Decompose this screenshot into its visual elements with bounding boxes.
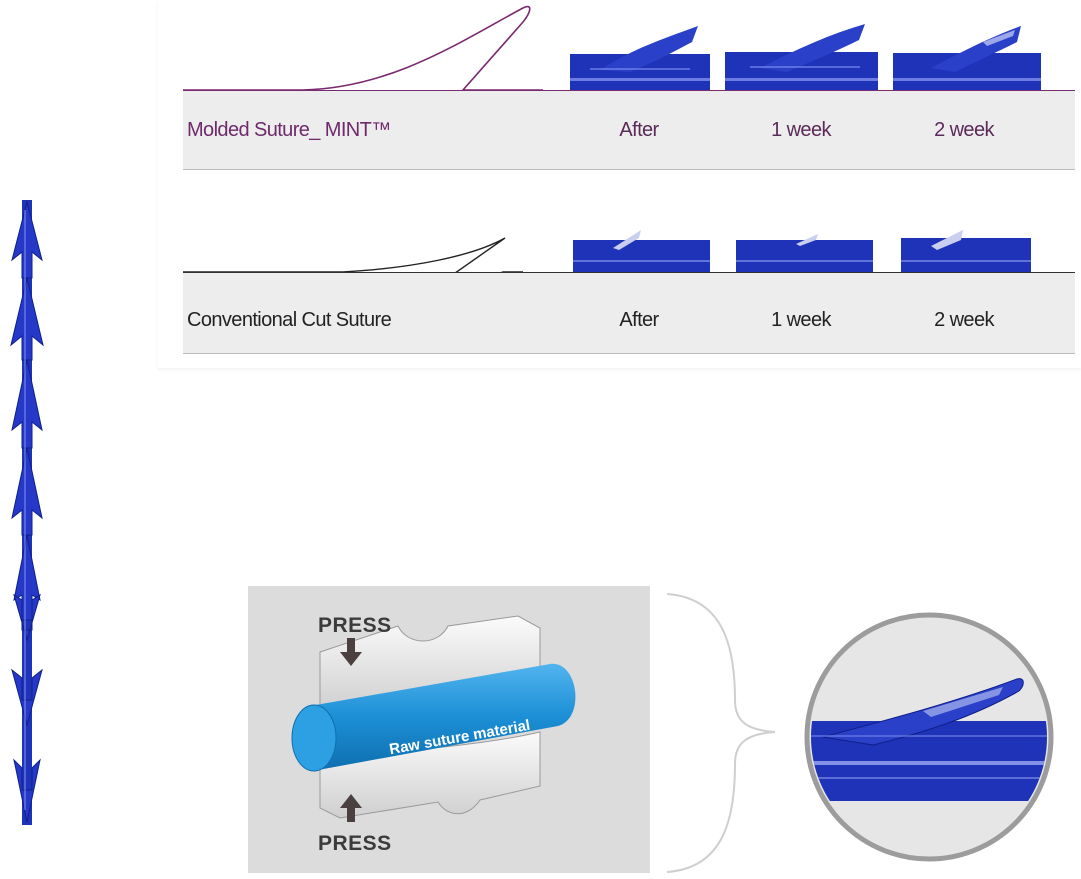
molded-barb-outline bbox=[183, 5, 543, 91]
conventional-suture-label: Conventional Cut Suture bbox=[187, 309, 392, 331]
cut-barb-outline bbox=[183, 237, 523, 305]
cut-sample-after bbox=[573, 230, 710, 272]
mold-press-illustration: Raw suture material bbox=[291, 615, 576, 822]
curly-brace bbox=[666, 593, 776, 873]
mint-sample-2-week bbox=[893, 26, 1041, 90]
conventional-suture-band bbox=[183, 272, 1075, 354]
barbed-suture-thread bbox=[10, 200, 44, 825]
cut-sample-2-week bbox=[901, 230, 1031, 272]
press-top-label: PRESS bbox=[318, 614, 392, 637]
molded-suture-label: Molded Suture_ MINT™ bbox=[187, 119, 391, 141]
press-bottom-label: PRESS bbox=[318, 832, 392, 855]
mint-sample-after bbox=[570, 26, 710, 90]
mint-time-1-week: 1 week bbox=[771, 119, 831, 141]
cut-time-after: After bbox=[619, 309, 659, 331]
cut-time-1-week: 1 week bbox=[771, 309, 831, 331]
magnified-molded-barb bbox=[804, 612, 1054, 862]
cut-sample-1-week bbox=[736, 234, 873, 272]
mint-time-2-week: 2 week bbox=[934, 119, 994, 141]
mint-sample-1-week bbox=[725, 24, 878, 90]
molded-suture-band bbox=[183, 90, 1075, 170]
cut-time-2-week: 2 week bbox=[934, 309, 994, 331]
mint-time-after: After bbox=[619, 119, 659, 141]
